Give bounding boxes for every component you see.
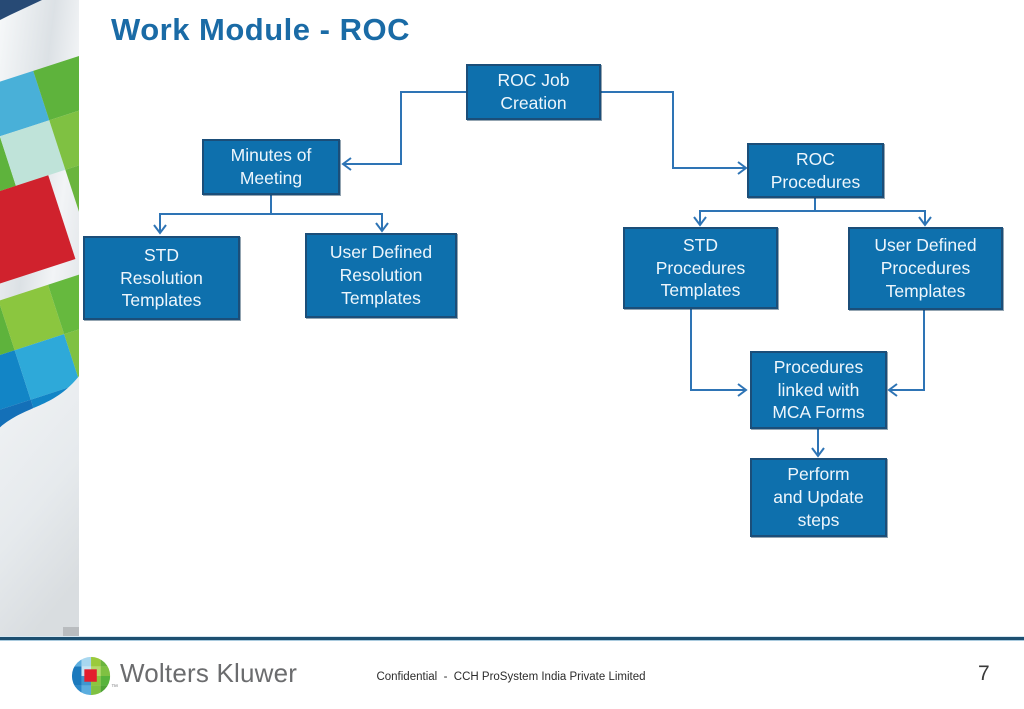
arrowhead-icon bbox=[693, 216, 707, 227]
flag-fabric-bottom bbox=[0, 375, 79, 637]
flag-edge-shadow bbox=[63, 627, 79, 637]
flag-mosaic bbox=[0, 54, 79, 466]
wolters-kluwer-logo-icon bbox=[71, 656, 111, 696]
node-perform-and-update-steps: Perform and Update steps bbox=[750, 458, 887, 537]
edge-rocjob-rocprocedures bbox=[601, 91, 748, 175]
arrowhead-icon bbox=[811, 447, 825, 458]
arrowhead-icon bbox=[737, 383, 748, 397]
node-std-procedures-templates: STD Procedures Templates bbox=[623, 227, 778, 309]
arrowhead-icon bbox=[887, 383, 898, 397]
node-roc-procedures: ROC Procedures bbox=[747, 143, 884, 198]
arrowhead-icon bbox=[341, 157, 352, 171]
arrowhead-icon bbox=[918, 216, 932, 227]
node-user-defined-procedures-templates: User Defined Procedures Templates bbox=[848, 227, 1003, 310]
flag-image bbox=[0, 0, 79, 637]
edge-rocjob-minutes bbox=[341, 91, 466, 171]
page-number: 7 bbox=[978, 662, 990, 685]
logo-text: Wolters Kluwer bbox=[120, 658, 298, 688]
node-user-defined-resolution-templates: User Defined Resolution Templates bbox=[305, 233, 457, 318]
logo-trademark: ™ bbox=[111, 684, 118, 691]
arrowhead-icon bbox=[153, 224, 167, 235]
node-std-resolution-templates: STD Resolution Templates bbox=[83, 236, 240, 320]
edge-minutes-children bbox=[153, 195, 389, 235]
footer-confidential-text: Confidential - CCH ProSystem India Priva… bbox=[376, 671, 646, 683]
node-procedures-linked-mca-forms: Procedures linked with MCA Forms bbox=[750, 351, 887, 429]
edge-mca-perform bbox=[811, 429, 825, 458]
edge-stdprocedures-mca bbox=[690, 309, 748, 397]
node-minutes-of-meeting: Minutes of Meeting bbox=[202, 139, 340, 195]
node-roc-job-creation: ROC Job Creation bbox=[466, 64, 601, 120]
page-title: Work Module - ROC bbox=[111, 12, 410, 47]
arrowhead-icon bbox=[737, 161, 748, 175]
arrowhead-icon bbox=[375, 222, 389, 233]
edge-rocprocedures-children bbox=[693, 198, 932, 227]
footer-divider bbox=[0, 636, 1024, 641]
edge-userprocedures-mca bbox=[887, 310, 925, 397]
flag-corner bbox=[0, 0, 42, 20]
